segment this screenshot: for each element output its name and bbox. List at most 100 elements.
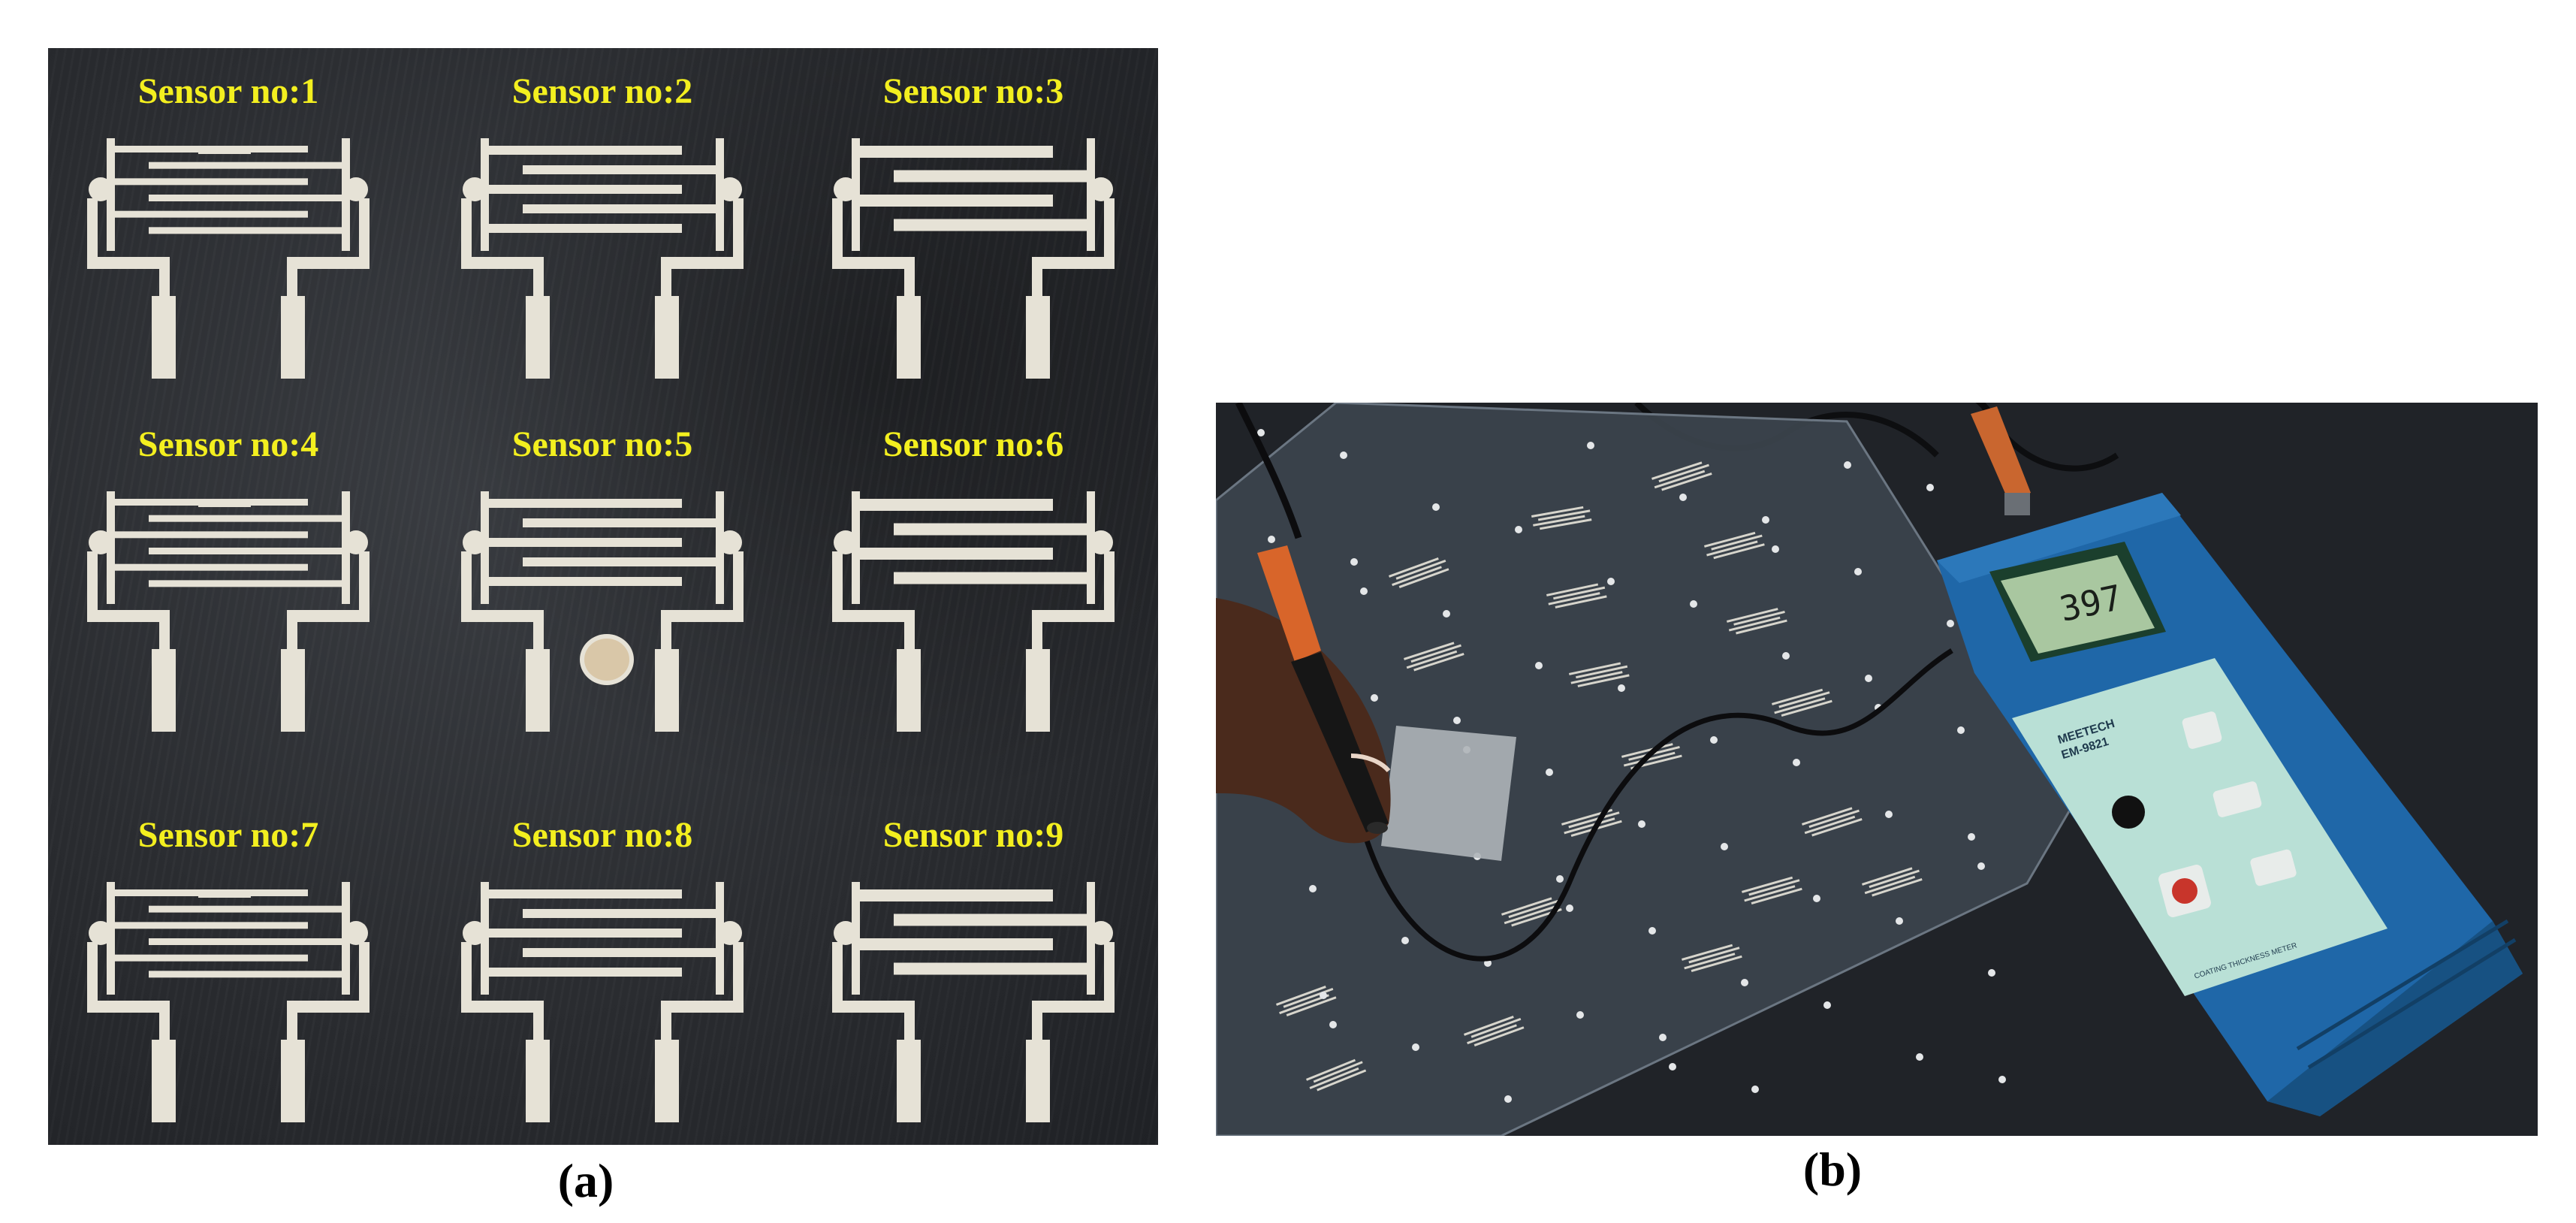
sheet-dot	[1535, 662, 1543, 669]
panel-b-photo-measurement: 397 MEETECH EM-9821 COATING THICKNESS ME…	[1216, 403, 2538, 1136]
sheet-dot	[1257, 429, 1265, 436]
sensor-label: Sensor no:7	[137, 815, 319, 855]
sensor-label: Sensor no:1	[137, 71, 319, 111]
sheet-dot	[1412, 1043, 1419, 1051]
sheet-dot	[1988, 969, 1995, 977]
sensor-label: Sensor no:4	[137, 424, 319, 464]
fingernail	[1350, 753, 1391, 773]
sheet-dot	[1793, 759, 1800, 766]
sensor-electrode	[461, 138, 744, 379]
sheet-sensor	[1727, 608, 1787, 635]
sheet-dot	[1751, 1086, 1759, 1093]
sheet-sensor	[1389, 557, 1449, 588]
sheet-dot	[1968, 833, 1975, 841]
sheet-sensor	[1464, 1016, 1525, 1046]
down-button	[2250, 849, 2297, 886]
sheet-sensor	[1772, 688, 1832, 717]
meter-connector	[1971, 406, 2031, 500]
sheet-dot	[1885, 811, 1893, 818]
sheet-dot	[1268, 536, 1275, 543]
sheet-dot	[1453, 717, 1461, 724]
sheet-dot	[1916, 1053, 1923, 1061]
up-button	[2182, 711, 2222, 749]
sensor-label: Sensor no:5	[511, 424, 693, 464]
measurement-scene	[1216, 403, 2538, 1136]
sensor-label: Sensor no:8	[511, 815, 693, 855]
sensor-electrode	[87, 491, 370, 732]
control-panel	[2012, 658, 2387, 996]
sheet-sensor	[1531, 506, 1592, 530]
sheet-dot	[1350, 558, 1358, 566]
lcd-display	[2001, 555, 2155, 654]
probe-socket	[2112, 796, 2145, 829]
sheet-dot	[1998, 1076, 2006, 1083]
sheet-sensor	[1704, 531, 1765, 560]
sheet-dot	[1360, 587, 1368, 595]
sheet-dot	[1309, 885, 1317, 892]
sensor-label: Sensor no:6	[882, 424, 1064, 464]
sheet-dot	[1401, 937, 1409, 944]
sheet-sensor	[1682, 944, 1742, 972]
sheet-sensor	[1742, 876, 1802, 904]
sheet-dot	[1576, 1011, 1584, 1019]
sensor-label: Sensor no:2	[511, 71, 693, 111]
sheet-dot	[1504, 1095, 1512, 1103]
sheet-dot	[1669, 1063, 1676, 1071]
sheet-sensor	[1802, 807, 1863, 837]
sheet-sensor	[1276, 986, 1337, 1016]
sheet-sensor	[1569, 662, 1630, 687]
sheet-dot	[1320, 992, 1327, 999]
sheet-dot	[1926, 484, 1934, 491]
sheet-dot	[1865, 675, 1872, 682]
sheet-dot	[1762, 516, 1769, 524]
probe-cable	[1363, 648, 1953, 962]
sheet-sensor	[1306, 1058, 1367, 1092]
sheet-dot	[1432, 503, 1440, 511]
sheet-dot	[1329, 1021, 1337, 1028]
sheet-dot	[1556, 875, 1564, 883]
sheet-dot	[1690, 600, 1697, 608]
transparent-sheet	[1216, 403, 2080, 1136]
sheet-sensor	[1546, 583, 1607, 608]
sheet-dot	[1566, 904, 1573, 912]
panel-b-caption: (b)	[1802, 1143, 1863, 1196]
sheet-dot	[1782, 652, 1790, 660]
sheet-dot	[1546, 769, 1553, 776]
sheet-sensor	[1561, 808, 1622, 837]
sheet-dot	[1618, 684, 1625, 692]
sensor-electrode	[87, 882, 370, 1122]
sheet-dot	[1844, 461, 1851, 469]
zero-button	[2213, 781, 2262, 817]
sheet-sensor	[1501, 897, 1562, 927]
metal-sample	[1381, 726, 1516, 861]
sheet-dot	[1741, 979, 1748, 986]
sheet-dot	[1371, 694, 1378, 702]
sheet-dot	[1854, 568, 1862, 575]
sheet-dot	[1977, 862, 1985, 870]
sheet-dot	[1638, 820, 1645, 828]
sensor-electrode	[832, 491, 1115, 732]
sheet-dot	[1813, 895, 1820, 902]
panel-a-caption: (a)	[557, 1154, 614, 1207]
sensor-electrode	[832, 882, 1115, 1122]
printed-sensor-array	[1257, 429, 2006, 1103]
sensor-electrode	[87, 138, 370, 379]
sheet-sensor	[1651, 461, 1712, 491]
sheet-dot	[1896, 917, 1903, 925]
mounted-component	[580, 634, 634, 685]
sensor-label: Sensor no:3	[882, 71, 1064, 111]
sheet-dot	[1823, 1001, 1831, 1009]
sheet-dot	[1587, 442, 1594, 449]
sensor-electrode	[461, 882, 744, 1122]
sheet-dot	[1443, 610, 1450, 618]
sheet-dot	[1721, 843, 1728, 850]
sensor-label: Sensor no:9	[882, 815, 1064, 855]
sheet-sensor	[1862, 867, 1923, 897]
sheet-dot	[1648, 927, 1656, 935]
sheet-dot	[1659, 1034, 1667, 1041]
sheet-dot	[1772, 545, 1779, 553]
sheet-dot	[1957, 726, 1965, 734]
sheet-dot	[1679, 494, 1687, 501]
sheet-dot	[1340, 451, 1347, 459]
